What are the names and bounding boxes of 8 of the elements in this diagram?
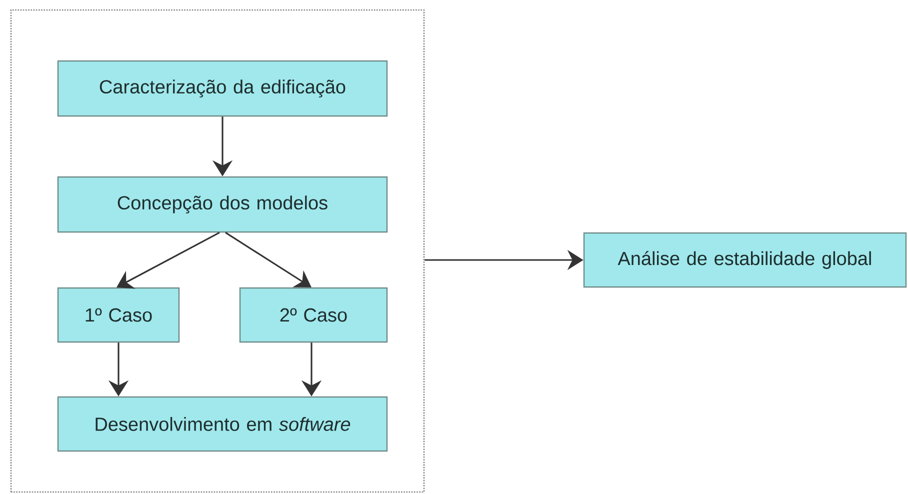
process-box: Desenvolvimento em software xyxy=(57,396,388,452)
process-box: Análise de estabilidade global xyxy=(583,232,907,288)
dotted-frame xyxy=(10,9,425,493)
arrow xyxy=(225,232,312,288)
process-box: 2º Caso xyxy=(239,287,388,343)
process-box: 1º Caso xyxy=(57,287,180,343)
process-box: Caracterização da edificação xyxy=(57,60,388,117)
process-box: Concepção dos modelos xyxy=(57,176,388,233)
